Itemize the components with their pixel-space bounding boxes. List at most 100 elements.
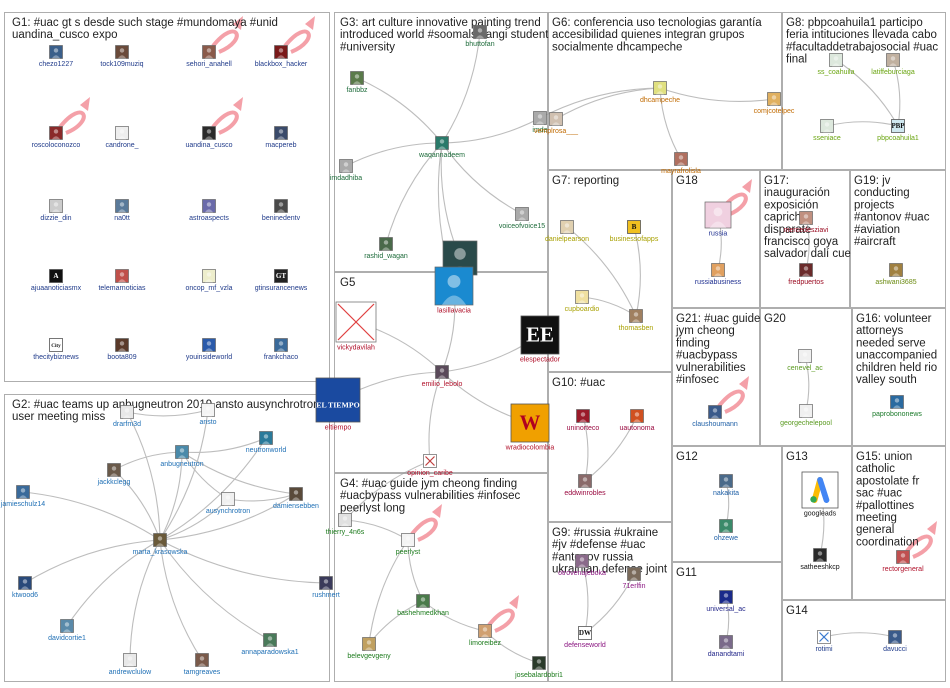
node-candrone-[interactable]: candrone_ [105, 126, 139, 150]
avatar-icon [274, 199, 288, 213]
node-cenevel-ac[interactable]: cenevel_ac [787, 349, 823, 373]
avatar-icon [119, 272, 125, 277]
node-limoreibez[interactable]: limoreibez [469, 624, 501, 648]
node-nakakita[interactable]: nakakita [713, 474, 739, 498]
node-comjcotelpec[interactable]: comjcotelpec [754, 92, 795, 116]
avatar-icon [713, 273, 723, 277]
node-imdadhiba[interactable]: imdadhiba [330, 159, 362, 183]
node-sseniace[interactable]: sseniace [813, 119, 841, 143]
node-russia[interactable]: russia [704, 201, 732, 238]
node-ashwani3685[interactable]: ashwani3685 [875, 263, 917, 287]
node-na0tt[interactable]: na0tt [114, 199, 130, 223]
node-belevgevgeny[interactable]: belevgevgeny [347, 637, 391, 661]
node-rectorgeneral[interactable]: rectorgeneral [882, 550, 924, 574]
avatar-icon [434, 266, 474, 306]
node-peerlyst[interactable]: peerlyst [396, 533, 421, 557]
node-marta-krasowska[interactable]: marta_krasowska [133, 533, 188, 557]
node-imde[interactable]: imde [532, 111, 548, 135]
node-russiabusiness[interactable]: russiabusiness [695, 263, 742, 287]
node-josebalardobri1[interactable]: josebalardobri1 [514, 656, 563, 680]
node-anbugneutron[interactable]: anbugneutron [160, 445, 204, 469]
node-rashid-wagan[interactable]: rashid_wagan [364, 237, 408, 261]
node-jackkclegg[interactable]: jackkclegg [97, 463, 131, 487]
node-boota809[interactable]: boota809 [107, 338, 137, 362]
node-fredpuertos[interactable]: fredpuertos [788, 263, 824, 287]
node-mayrafrolisla[interactable]: mayrafrolisla [661, 152, 701, 176]
node-sehori-anahell[interactable]: sehori_anahell [186, 45, 232, 69]
node-latiffeburciaga[interactable]: latiffeburciaga [871, 53, 915, 77]
node-dhcampeche[interactable]: dhcampeche [640, 81, 680, 105]
node-emilio-lebolo[interactable]: emilio_lebolo [422, 365, 463, 389]
node-71erlfin[interactable]: 71erlfin [623, 567, 646, 591]
avatar-icon [447, 274, 461, 288]
node-andrewclulow[interactable]: andrewclulow [109, 653, 152, 677]
node-googleads[interactable]: googleads [801, 471, 839, 518]
node-vickydavilah[interactable]: vickydavilah [335, 301, 377, 352]
node-ss-coahuila[interactable]: ss_coahuila [818, 53, 855, 77]
node-davucci[interactable]: davucci [883, 630, 907, 654]
node-universal-ac[interactable]: universal_ac [706, 590, 746, 614]
node-uautonoma[interactable]: uautonoma [619, 409, 655, 433]
node-paprobononews[interactable]: paprobononews [872, 395, 922, 419]
node-ktwood6[interactable]: ktwood6 [12, 576, 38, 600]
node-eddwinrobles[interactable]: eddwinrobles [564, 474, 606, 498]
node-uninorteco[interactable]: uninorteco [567, 409, 600, 433]
node-rushmert[interactable]: rushmert [312, 576, 340, 600]
node-danandtami[interactable]: danandtami [708, 635, 745, 659]
node-danielpearson[interactable]: danielpearson [545, 220, 589, 244]
node-rotimi[interactable]: rotimi [815, 630, 833, 654]
node-lasillavacia[interactable]: lasillavacia [434, 266, 474, 315]
node-drarfm3d[interactable]: drarfm3d [113, 405, 141, 429]
node-tamgreaves[interactable]: tamgreaves [184, 653, 221, 677]
node-fanbbz[interactable]: fanbbz [346, 71, 368, 95]
node-thierry-4n6s[interactable]: thierry_4n6s [326, 513, 365, 537]
node-georgechelepool[interactable]: georgechelepool [780, 404, 832, 428]
node-cupboardio[interactable]: cupboardio [565, 290, 600, 314]
node-claushoumann[interactable]: claushoumann [692, 405, 738, 429]
avatar-icon [653, 81, 667, 95]
node-chezo1227[interactable]: chezo1227 [39, 45, 73, 69]
node-dizzie-din[interactable]: dizzie_din [40, 199, 72, 223]
node-vemplrosa[interactable]: vemplrosa___ [534, 112, 578, 136]
node-otrovenajeboka[interactable]: otrovenajeboka [558, 554, 606, 578]
node-youinsideworld[interactable]: youinsideworld [186, 338, 232, 362]
node-davidcortie1[interactable]: davidcortie1 [48, 619, 86, 643]
node-blackbox-hacker[interactable]: blackbox_hacker [255, 45, 308, 69]
node-annaparadowska1[interactable]: annaparadowska1 [241, 633, 299, 657]
node-frankchaco[interactable]: frankchaco [264, 338, 298, 362]
node-opinion-caribe[interactable]: opinion_caribe [407, 454, 453, 478]
avatar-icon [120, 405, 134, 419]
node-ohzewe[interactable]: ohzewe [714, 519, 738, 543]
node-neutronworld[interactable]: neutronworld [246, 431, 287, 455]
node-mercedesziavi[interactable]: mercedesziavi [784, 211, 829, 235]
node-waqannadeem[interactable]: waqannadeem [418, 136, 465, 160]
node-beninedentv[interactable]: beninedentv [262, 199, 301, 223]
node-damiensebben[interactable]: damiensebben [273, 487, 319, 511]
node-thomasben[interactable]: thomasben [619, 309, 654, 333]
node-tock109muziq[interactable]: tock109muziq [100, 45, 144, 69]
node-satheeshkcp[interactable]: satheeshkcp [800, 548, 840, 572]
avatar-icon [813, 548, 827, 562]
node-macpereb[interactable]: macpereb [265, 126, 297, 150]
node-voiceofvoice15[interactable]: voiceofvoice15 [499, 207, 545, 231]
node-bhuttofan[interactable]: bhuttofan [465, 25, 495, 49]
node-jamieschulz14[interactable]: jamieschulz14 [0, 485, 45, 509]
node-astroaspects[interactable]: astroaspects [189, 199, 229, 223]
node-ansto[interactable]: ansto [199, 403, 217, 427]
node-bashehmedkhan[interactable]: bashehmedkhan [397, 594, 449, 618]
node-roscoloconozco[interactable]: roscoloconozco [32, 126, 81, 150]
node-ausynchrotron[interactable]: ausynchrotron [206, 492, 250, 516]
node-uandina-cusco[interactable]: uandina_cusco [185, 126, 233, 150]
group-title-line: general [856, 524, 894, 536]
node-telemarnoticias[interactable]: telemarnoticias [98, 269, 146, 293]
node-oncop-mf-vzla[interactable]: oncop_mf_vzla [185, 269, 233, 293]
